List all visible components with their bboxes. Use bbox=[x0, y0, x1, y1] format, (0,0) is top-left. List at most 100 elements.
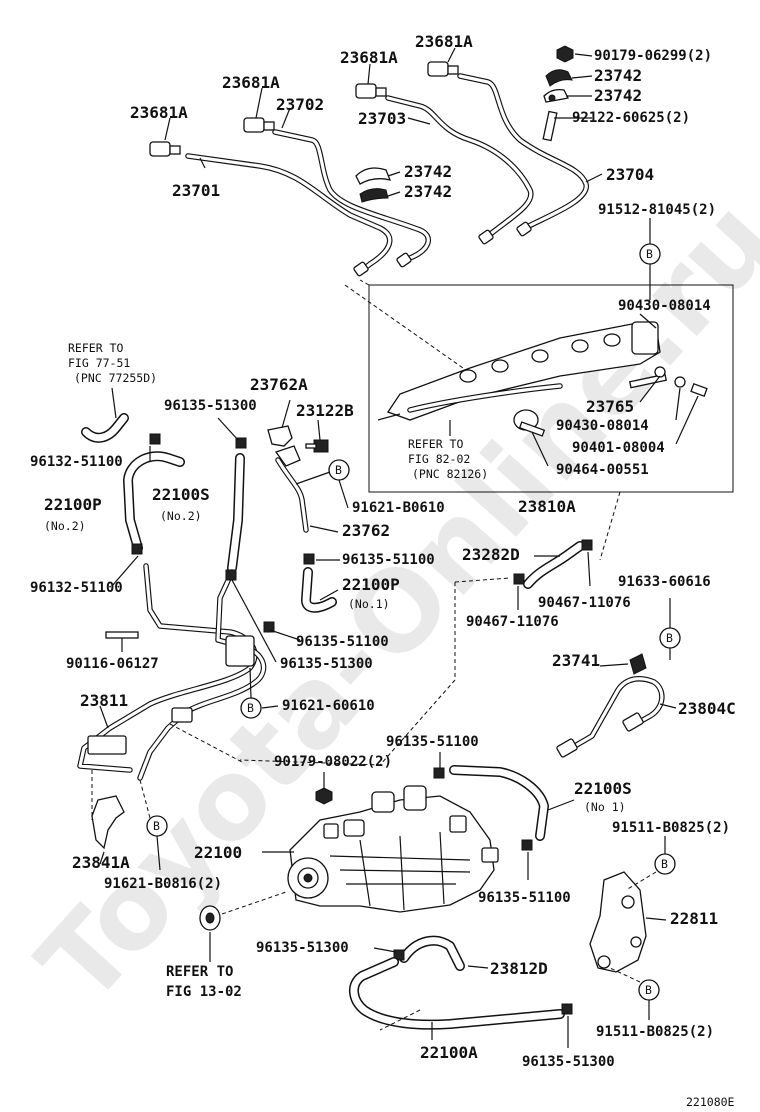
marker-b-text-2: B bbox=[335, 463, 342, 477]
stud-90116-06127[interactable] bbox=[105, 631, 139, 639]
clip-96135-51300-a[interactable] bbox=[235, 437, 247, 449]
marker-b-text-1: B bbox=[646, 247, 653, 261]
marker-b-text-5: B bbox=[153, 819, 160, 833]
label-96135-51100-a: 96135-51100 bbox=[342, 552, 435, 568]
label-23681A-d: 23681A bbox=[415, 32, 473, 51]
clamp-23742-c[interactable] bbox=[355, 167, 392, 185]
supply-pump-22100[interactable] bbox=[287, 785, 499, 913]
label-ref-13-1: REFER TO bbox=[166, 964, 233, 980]
hose-23762[interactable] bbox=[274, 445, 309, 533]
label-ref-82-2: FIG 82-02 bbox=[408, 452, 470, 466]
clamp-23742-b[interactable] bbox=[543, 88, 569, 103]
label-23742-d: 23742 bbox=[404, 182, 452, 201]
label-ref-82-3: (PNC 82126) bbox=[412, 467, 488, 481]
hose-23282D[interactable] bbox=[523, 541, 585, 589]
label-90401-08004: 90401-08004 bbox=[572, 440, 665, 456]
union-nut-23681A-4[interactable] bbox=[427, 61, 459, 77]
label-no1-a: (No.1) bbox=[348, 597, 390, 611]
label-23742-b: 23742 bbox=[594, 86, 642, 105]
label-22100A: 22100A bbox=[420, 1043, 478, 1062]
clamp-23742-d[interactable] bbox=[359, 188, 389, 203]
union-nut-23681A-2[interactable] bbox=[243, 117, 275, 133]
bracket-23841A[interactable] bbox=[91, 795, 125, 850]
label-23702: 23702 bbox=[276, 95, 324, 114]
marker-b-text-7: B bbox=[645, 983, 652, 997]
clamp-23742-a[interactable] bbox=[545, 69, 573, 87]
label-92122-60625: 92122-60625(2) bbox=[572, 110, 690, 126]
label-23841A: 23841A bbox=[72, 853, 130, 872]
label-91621-60610: 91621-60610 bbox=[282, 698, 375, 714]
clip-90464-00551[interactable] bbox=[513, 409, 546, 437]
injection-pipe-23702[interactable] bbox=[272, 129, 431, 267]
hose-22100S-no1[interactable] bbox=[449, 765, 549, 841]
clip-96135-51100-d[interactable] bbox=[521, 839, 533, 851]
label-91512-81045: 91512-81045(2) bbox=[598, 202, 716, 218]
label-ref-77-2: FIG 77-51 bbox=[68, 356, 130, 370]
label-23704: 23704 bbox=[606, 165, 654, 184]
clip-96135-51300-c[interactable] bbox=[393, 949, 405, 961]
clip-96135-51100-c[interactable] bbox=[433, 767, 445, 779]
clip-96135-51100-b[interactable] bbox=[263, 621, 275, 633]
common-rail-23810A[interactable] bbox=[377, 321, 661, 421]
injection-pipe-23701[interactable] bbox=[185, 153, 393, 275]
bolt-90179-06299[interactable] bbox=[556, 45, 574, 63]
marker-b-text-4: B bbox=[247, 701, 254, 715]
label-90464-00551: 90464-00551 bbox=[556, 462, 649, 478]
label-90467-11076-b: 90467-11076 bbox=[466, 614, 559, 630]
label-23681A-b: 23681A bbox=[222, 73, 280, 92]
plug-90401-08004[interactable] bbox=[690, 383, 708, 397]
label-91633-60616: 91633-60616 bbox=[618, 574, 711, 590]
label-23811: 23811 bbox=[80, 691, 128, 710]
clip-90467-11076-b[interactable] bbox=[513, 573, 525, 585]
union-nut-23681A-1[interactable] bbox=[149, 141, 181, 157]
label-ref-77-1: REFER TO bbox=[68, 341, 123, 355]
marker-b-text-3: B bbox=[666, 631, 673, 645]
hose-22100P-no2[interactable] bbox=[123, 451, 185, 553]
hose-23812D[interactable] bbox=[399, 935, 465, 971]
label-23742-a: 23742 bbox=[594, 66, 642, 85]
label-23122B: 23122B bbox=[296, 401, 354, 420]
label-22100P-no1: 22100P bbox=[342, 575, 400, 594]
gasket-90430-08014-b[interactable] bbox=[674, 376, 686, 388]
hose-refer-77-51[interactable] bbox=[81, 413, 129, 443]
label-22100S-no2: 22100S bbox=[152, 485, 210, 504]
bolt-90179-08022[interactable] bbox=[315, 787, 333, 805]
label-no2-b: (No.2) bbox=[160, 509, 202, 523]
label-23742-c: 23742 bbox=[404, 162, 452, 181]
label-23703: 23703 bbox=[358, 109, 406, 128]
label-ref-77-3: (PNC 77255D) bbox=[74, 371, 157, 385]
label-90116-06127: 90116-06127 bbox=[66, 656, 159, 672]
label-91621-B0816: 91621-B0816(2) bbox=[104, 876, 222, 892]
injection-pipe-23704[interactable] bbox=[457, 73, 589, 231]
injection-pipe-23703[interactable] bbox=[385, 95, 534, 239]
hose-22100S-no2[interactable] bbox=[227, 453, 245, 573]
label-ref-82-1: REFER TO bbox=[408, 437, 463, 451]
figure-code: 221080E bbox=[686, 1095, 735, 1109]
union-nut-23681A-3[interactable] bbox=[355, 83, 387, 99]
bolt-23122B[interactable] bbox=[305, 439, 329, 453]
label-23741: 23741 bbox=[552, 651, 600, 670]
clip-96135-51300-b[interactable] bbox=[225, 569, 237, 581]
clip-90467-11076-a[interactable] bbox=[581, 539, 593, 551]
plug-ref-13-02[interactable] bbox=[199, 905, 221, 931]
label-91621-B0610: 91621-B0610 bbox=[352, 500, 445, 516]
bracket-22811[interactable] bbox=[589, 871, 647, 973]
bracket-23762A[interactable] bbox=[267, 425, 293, 447]
label-22100S-no1: 22100S bbox=[574, 779, 632, 798]
label-96132-51100-a: 96132-51100 bbox=[30, 454, 123, 470]
pressure-limiter-23765[interactable] bbox=[628, 373, 668, 389]
pipe-23804C[interactable] bbox=[556, 675, 665, 758]
bolt-92122-60625[interactable] bbox=[542, 110, 558, 142]
clip-96132-51100-b[interactable] bbox=[131, 543, 143, 555]
label-23762A: 23762A bbox=[250, 375, 308, 394]
fuel-pipe-23811[interactable] bbox=[77, 563, 267, 781]
hose-22100P-no1[interactable] bbox=[301, 567, 337, 613]
clip-96132-51100-a[interactable] bbox=[149, 433, 161, 445]
label-90179-06299: 90179-06299(2) bbox=[594, 48, 712, 64]
label-no2-a: (No.2) bbox=[44, 519, 86, 533]
gasket-90430-08014[interactable] bbox=[654, 366, 666, 378]
clip-96135-51100-a[interactable] bbox=[303, 553, 315, 565]
clip-96135-51300-d[interactable] bbox=[561, 1003, 573, 1015]
bracket-23741[interactable] bbox=[629, 653, 647, 675]
